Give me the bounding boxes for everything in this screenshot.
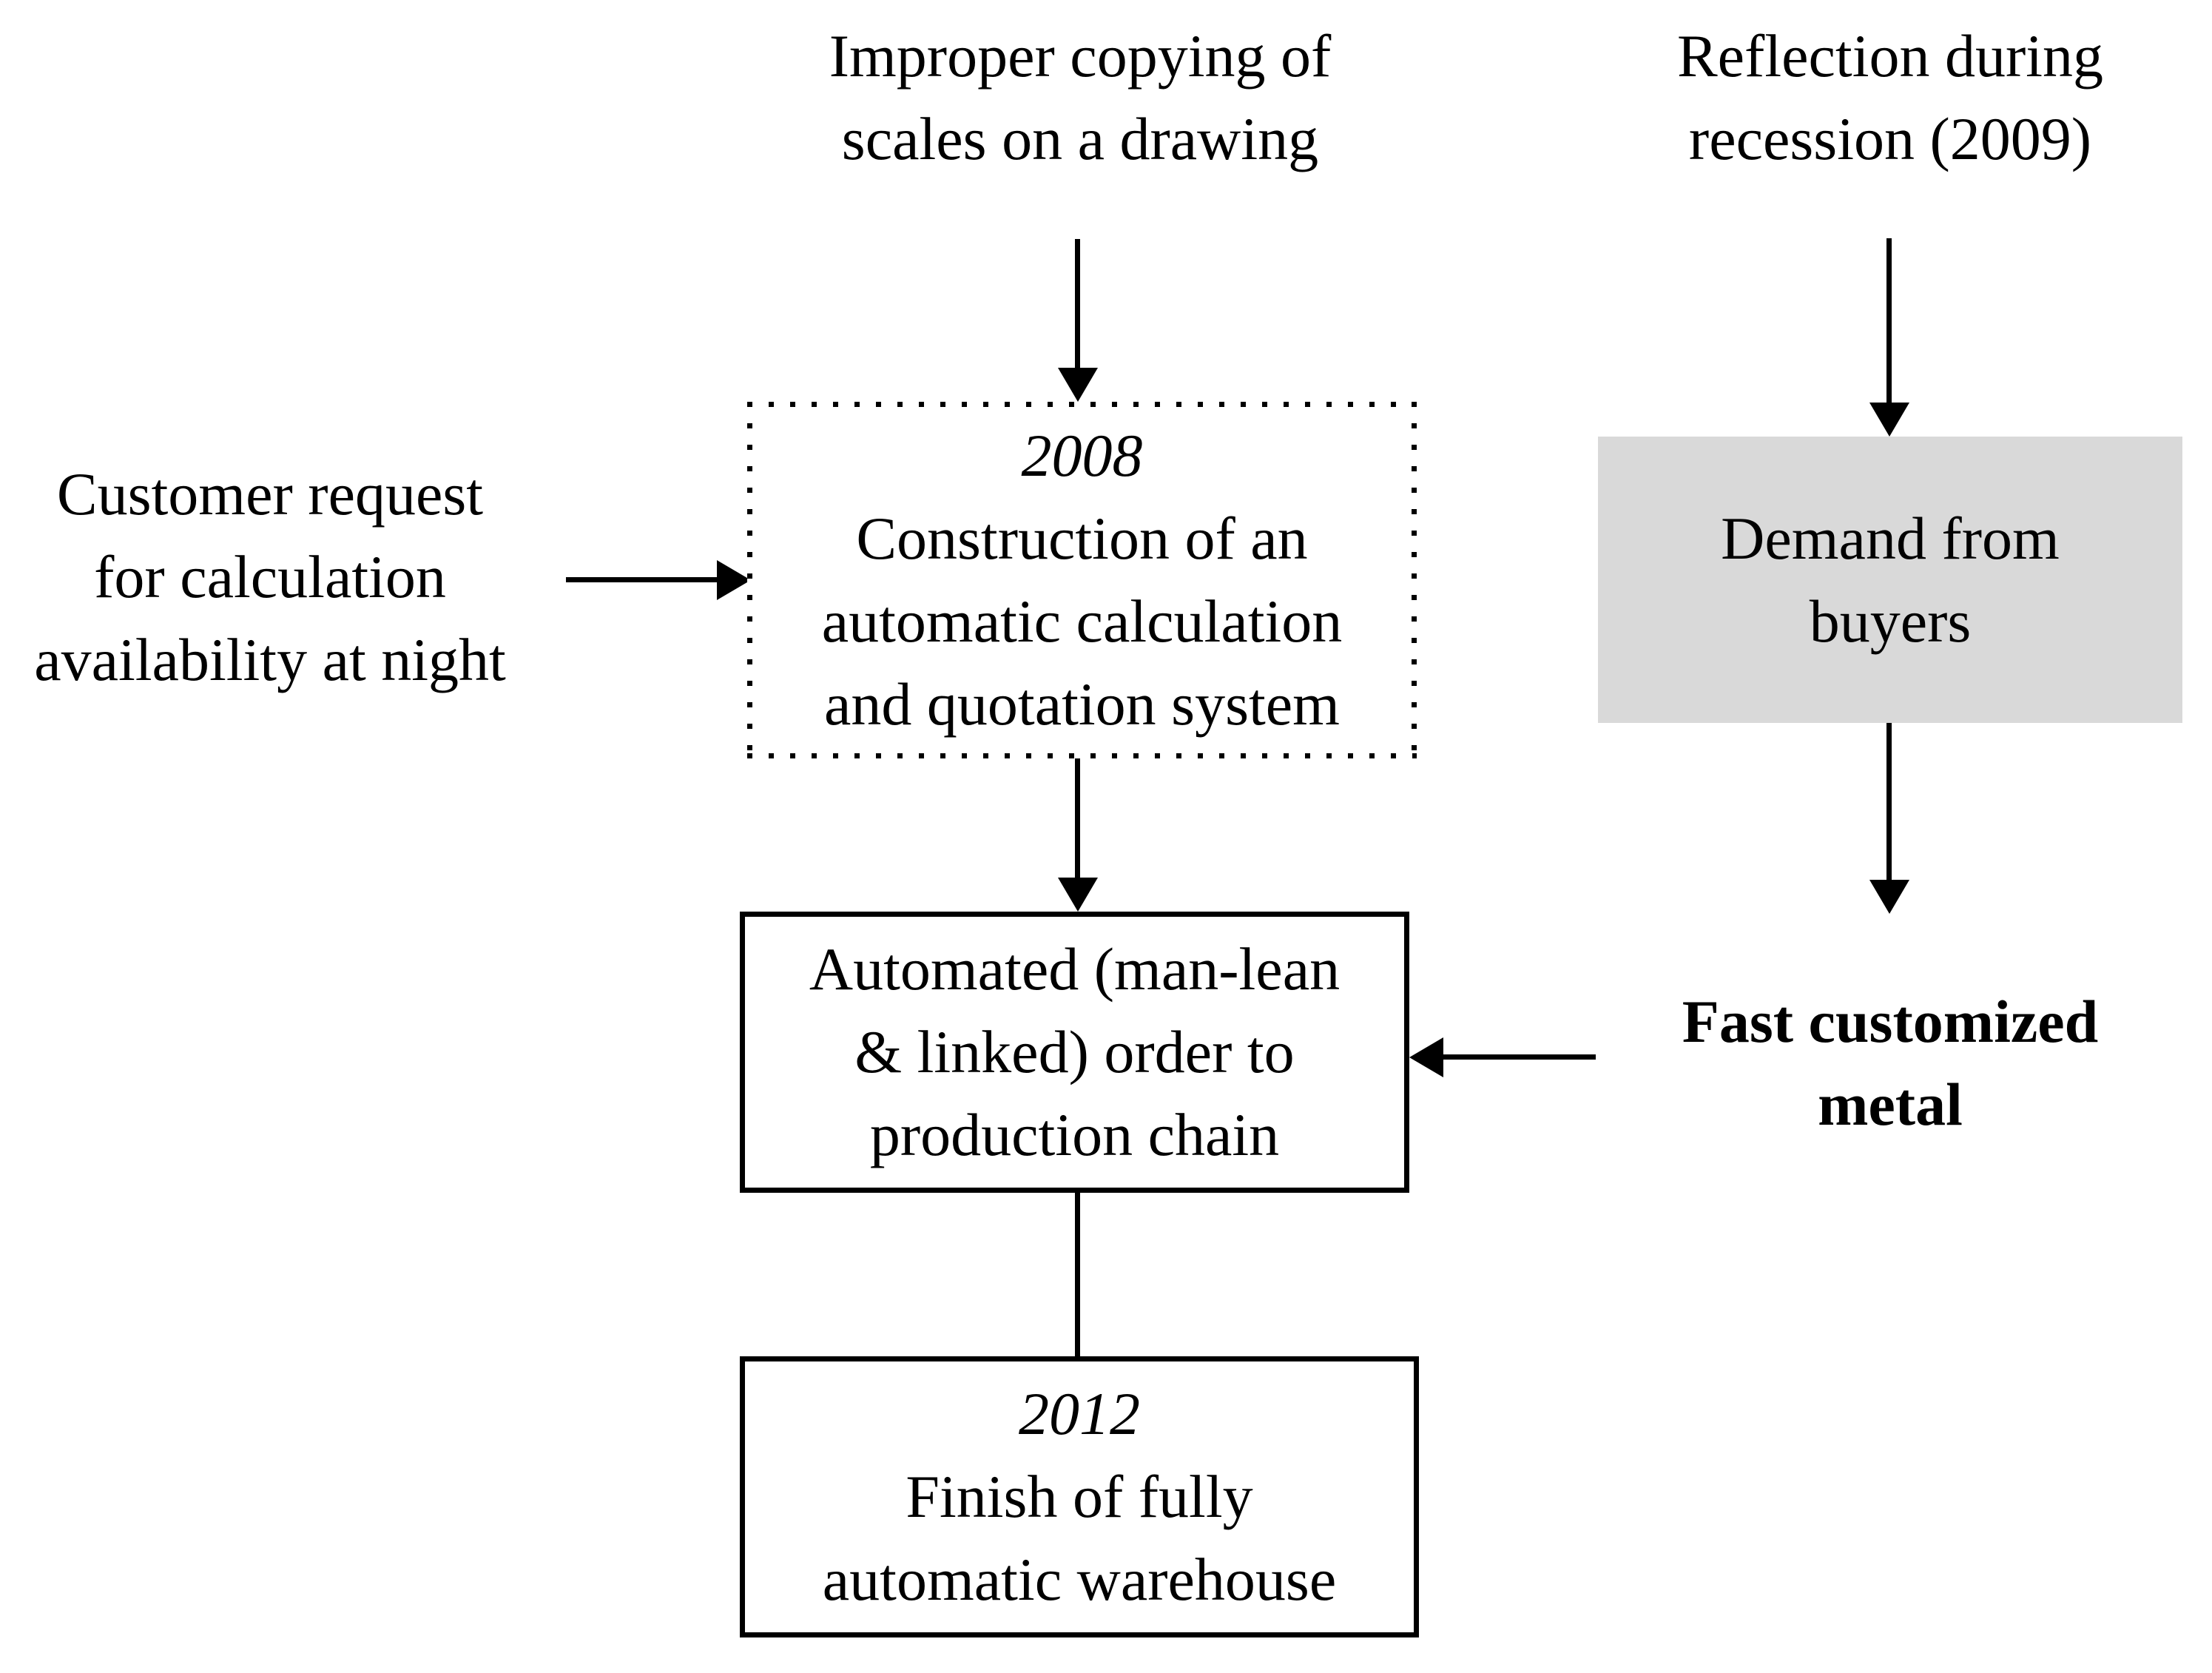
node-construction-2008: 2008 Construction of an automatic calcul…: [747, 402, 1417, 758]
dotted-border-edge: [747, 402, 752, 758]
arrow-stem: [1886, 723, 1892, 880]
text-line: Construction of an: [856, 505, 1308, 572]
text-line: automatic warehouse: [822, 1546, 1337, 1613]
text-line: and quotation system: [824, 670, 1340, 738]
arrowhead-down-icon: [1869, 403, 1909, 437]
text-line: & linked) order to: [854, 1018, 1295, 1085]
node-demand-buyers: Demand from buyers: [1598, 437, 2182, 723]
node-fast-customized: Fast customized metal: [1598, 980, 2182, 1146]
dotted-border-edge: [747, 753, 1417, 758]
node-finish-2012: 2012 Finish of fully automatic warehouse: [740, 1356, 1419, 1637]
text-line: availability at night: [34, 626, 506, 693]
connector-automated-to-finish: [1075, 1193, 1080, 1359]
text-line: scales on a drawing: [841, 105, 1319, 172]
text-line: production chain: [869, 1101, 1280, 1168]
arrow-stem: [1886, 238, 1892, 403]
year-label: 2012: [1019, 1380, 1140, 1447]
arrow-stem: [1075, 758, 1080, 878]
text-line: Finish of fully: [906, 1463, 1253, 1530]
dotted-border-edge: [1412, 402, 1417, 758]
arrow-stem: [566, 577, 717, 582]
text-line: metal: [1818, 1071, 1963, 1138]
arrowhead-down-icon: [1869, 880, 1909, 914]
text-line: recession (2009): [1688, 105, 2092, 172]
arrow-stem: [1075, 239, 1080, 368]
text-line: Customer request: [56, 460, 484, 528]
node-reflection-recession: Reflection during recession (2009): [1598, 15, 2182, 181]
arrowhead-left-icon: [1409, 1037, 1443, 1077]
arrow-stem: [1443, 1054, 1596, 1060]
text-line: for calculation: [94, 543, 446, 610]
year-label: 2008: [1021, 422, 1143, 489]
text-line: Automated (man-lean: [809, 935, 1341, 1003]
text-line: Improper copying of: [829, 22, 1332, 90]
text-line: Demand from: [1721, 504, 2060, 572]
text-line: automatic calculation: [821, 588, 1343, 655]
node-customer-request: Customer request for calculation availab…: [11, 453, 529, 701]
text-line: Reflection during: [1676, 22, 2104, 90]
node-automated-order: Automated (man-lean & linked) order to p…: [740, 912, 1409, 1193]
node-improper-copying: Improper copying of scales on a drawing: [769, 15, 1391, 181]
dotted-border-edge: [747, 402, 1417, 407]
text-line: Fast customized: [1682, 988, 2099, 1055]
arrowhead-right-icon: [717, 560, 751, 600]
arrowhead-down-icon: [1058, 878, 1098, 912]
text-line: buyers: [1809, 587, 1972, 655]
arrowhead-down-icon: [1058, 368, 1098, 402]
